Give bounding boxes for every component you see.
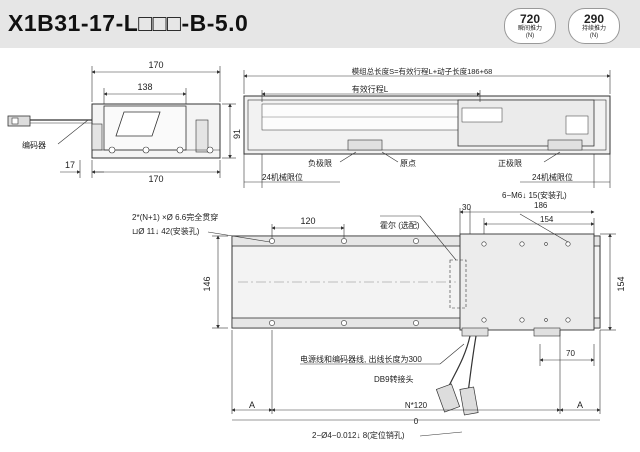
tapped-holes-note: 6−M6↓ 15(安装孔) — [502, 190, 567, 200]
side-dim-inner: 138 — [137, 82, 152, 92]
cable-note: 电源线和编码器线, 出线长度为300 — [300, 354, 422, 364]
pin-hole-note: 2−Ø4−0.012↓ 8(定位销孔) — [312, 430, 405, 440]
continuous-force-badge: 290 持续推力 (N) — [568, 8, 620, 44]
top-slider — [459, 233, 595, 331]
engineering-drawing: 170 138 91 17 170 编码器 — [7, 60, 626, 440]
db9-label: DB9转接头 — [374, 374, 414, 384]
width-146: 146 — [202, 276, 212, 291]
continuous-force-value: 290 — [583, 12, 605, 26]
continuous-force-unit: (N) — [589, 33, 599, 39]
pitch-dim: 120 — [300, 216, 315, 226]
side-dim-bottom: 170 — [148, 174, 163, 184]
origin-label: 原点 — [400, 159, 416, 168]
peak-force-badge: 720 瞬间推力 (N) — [504, 8, 556, 44]
side-view: 170 138 91 17 170 编码器 — [7, 60, 242, 184]
holes-note-1: 2*(N+1) ×Ø 6.6完全贯穿 — [132, 212, 218, 222]
side-body — [91, 103, 221, 159]
dim-a-left: A — [249, 400, 255, 410]
side-dim-left: 17 — [65, 160, 75, 170]
continuous-force-label: 持续推力 — [581, 26, 606, 32]
n120-dim: N*120 — [405, 401, 428, 410]
mech-limit-left: 24机械限位 — [262, 172, 303, 182]
model-title: X1B31-17-L□□□-B-5.0 — [8, 10, 249, 36]
top-dimensions — [207, 208, 616, 437]
dim-186: 186 — [534, 201, 548, 210]
pos-limit-label: 正极限 — [498, 158, 522, 168]
holes-note-2: ⊔Ø 11↓ 42(安装孔) — [132, 226, 200, 236]
side-dimensions — [57, 66, 236, 178]
side-dim-top: 170 — [148, 60, 163, 70]
header-bar: X1B31-17-L□□□-B-5.0 720 瞬间推力 (N) 290 持续推… — [0, 0, 640, 48]
neg-limit-label: 负极限 — [308, 158, 332, 168]
top-view: 2*(N+1) ×Ø 6.6完全贯穿 ⊔Ø 11↓ 42(安装孔) 120 霍尔… — [132, 190, 626, 440]
peak-force-label: 瞬间推力 — [517, 26, 542, 32]
dim-30: 30 — [462, 203, 471, 212]
encoder-label: 编码器 — [22, 140, 46, 150]
hall-sensor-outline — [449, 259, 467, 309]
side-dim-height: 91 — [232, 129, 242, 139]
encoder-cable — [7, 115, 92, 127]
peak-force-value: 720 — [519, 12, 541, 26]
peak-force-unit: (N) — [525, 33, 535, 39]
db9-connector — [435, 335, 479, 416]
mech-limit-right: 24机械限位 — [532, 172, 573, 182]
front-stroke: 有效行程L — [352, 84, 389, 94]
front-total-length: 模组总长度S=有效行程L+动子长度186+68 — [352, 66, 493, 76]
dim-154: 154 — [540, 215, 554, 224]
hall-label: 霍尔 (选配) — [380, 220, 420, 230]
tapped-holes — [481, 241, 571, 323]
dim-70: 70 — [566, 349, 575, 358]
front-view: 模组总长度S=有效行程L+动子长度186+68 有效行程L 负极限 原点 正极限… — [243, 66, 611, 188]
width-154: 154 — [616, 276, 626, 291]
front-dimensions — [243, 70, 611, 188]
neg-limit-sensor — [347, 139, 383, 151]
dim-0: 0 — [414, 417, 419, 426]
dim-a-right: A — [577, 400, 583, 410]
pos-limit-sensor — [547, 139, 583, 151]
